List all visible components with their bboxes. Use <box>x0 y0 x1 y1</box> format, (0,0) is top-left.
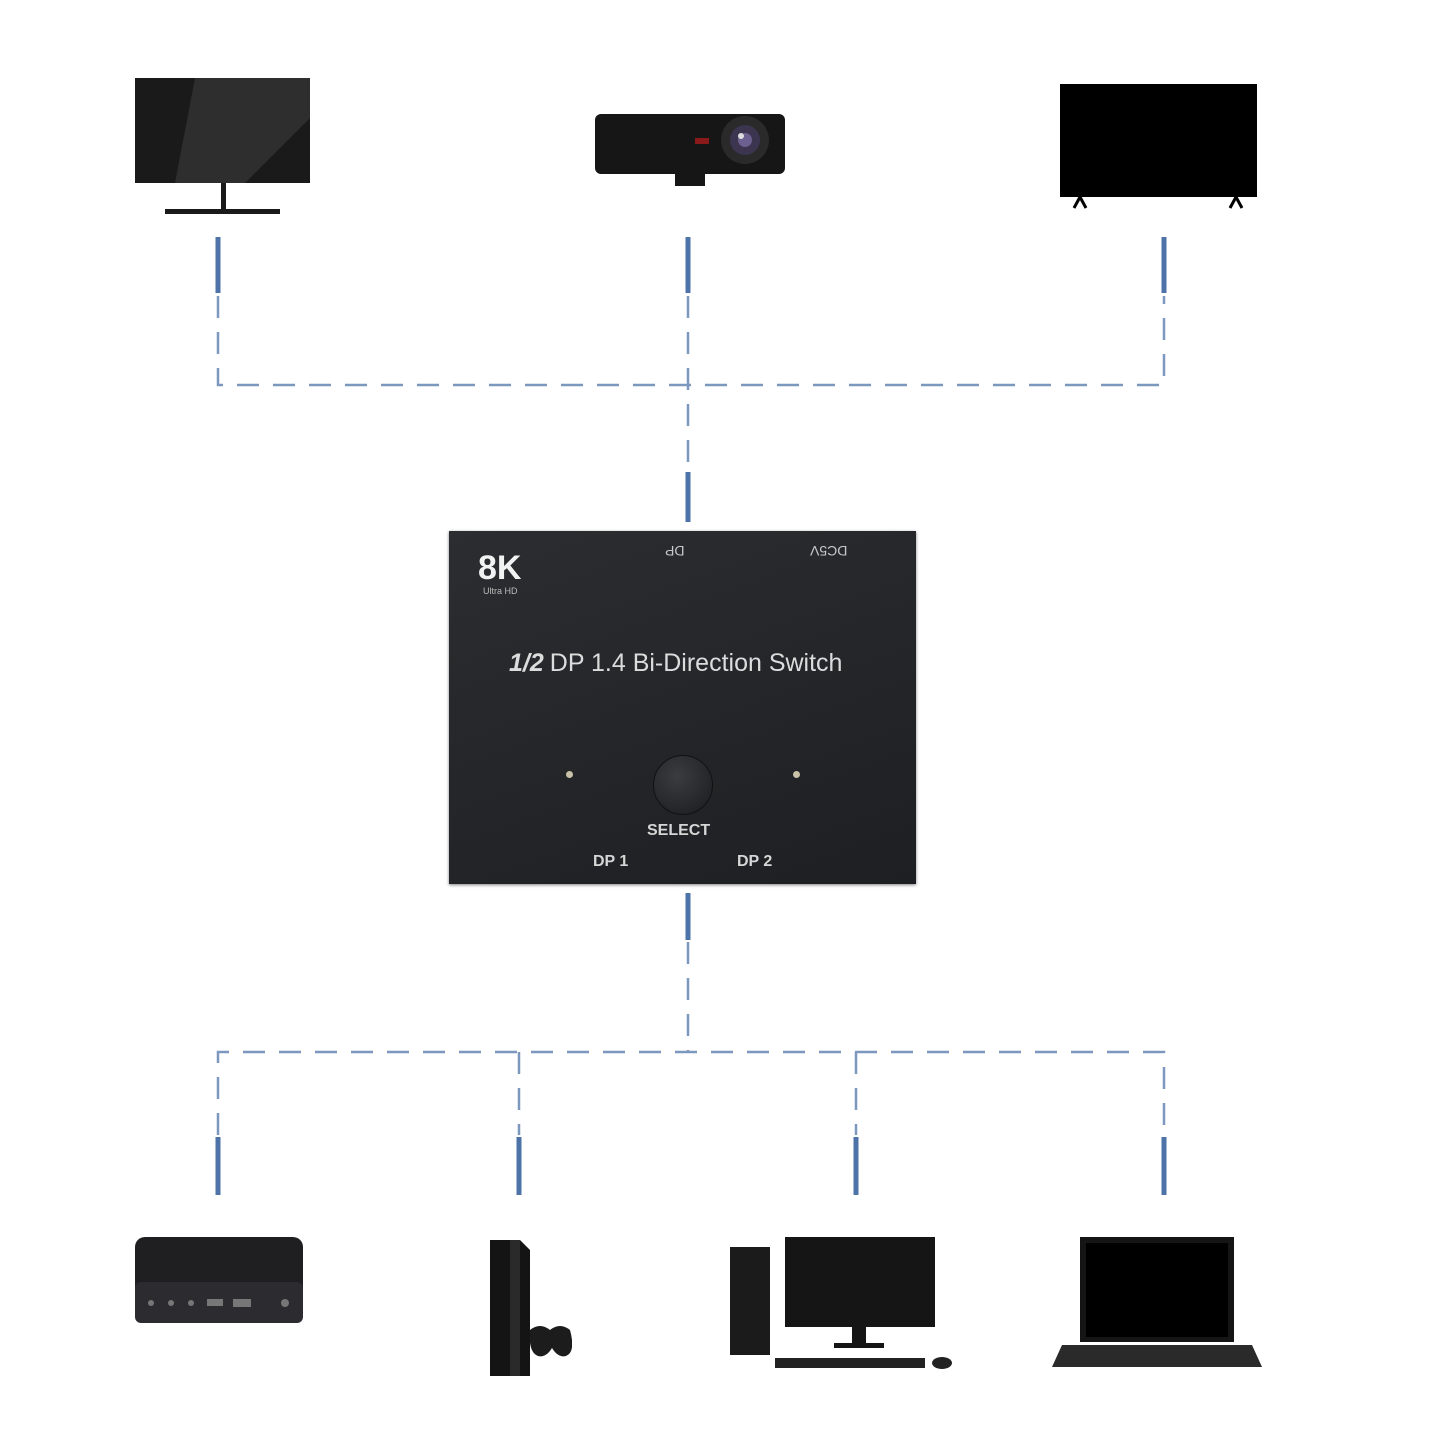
8k-badge: 8K <box>478 549 522 587</box>
dp-port-label: DP <box>665 543 685 559</box>
dp2-led <box>793 771 800 778</box>
select-label: SELECT <box>647 822 711 839</box>
laptop-icon <box>1052 1237 1262 1367</box>
set-top-box-icon <box>135 1237 303 1323</box>
ultra-hd-label: Ultra HD <box>483 586 518 596</box>
power-label: DC5V <box>810 543 848 559</box>
dp1-led <box>566 771 573 778</box>
switch-logo-mark: 1/2 <box>509 649 544 677</box>
dp2-label: DP 2 <box>737 853 773 870</box>
product-title-text: DP 1.4 Bi-Direction Switch <box>549 649 843 677</box>
select-button[interactable] <box>653 755 713 815</box>
top-left-right-connector <box>216 296 1166 387</box>
tv-icon <box>1060 84 1257 209</box>
dp1-label: DP 1 <box>593 853 629 870</box>
bottom-mid-connectors <box>517 1052 858 1135</box>
game-console-icon <box>490 1240 572 1376</box>
monitor-icon <box>135 78 310 214</box>
projector-icon <box>595 114 785 186</box>
desktop-pc-icon <box>730 1237 952 1369</box>
bottom-bus-connector <box>216 1050 1166 1135</box>
